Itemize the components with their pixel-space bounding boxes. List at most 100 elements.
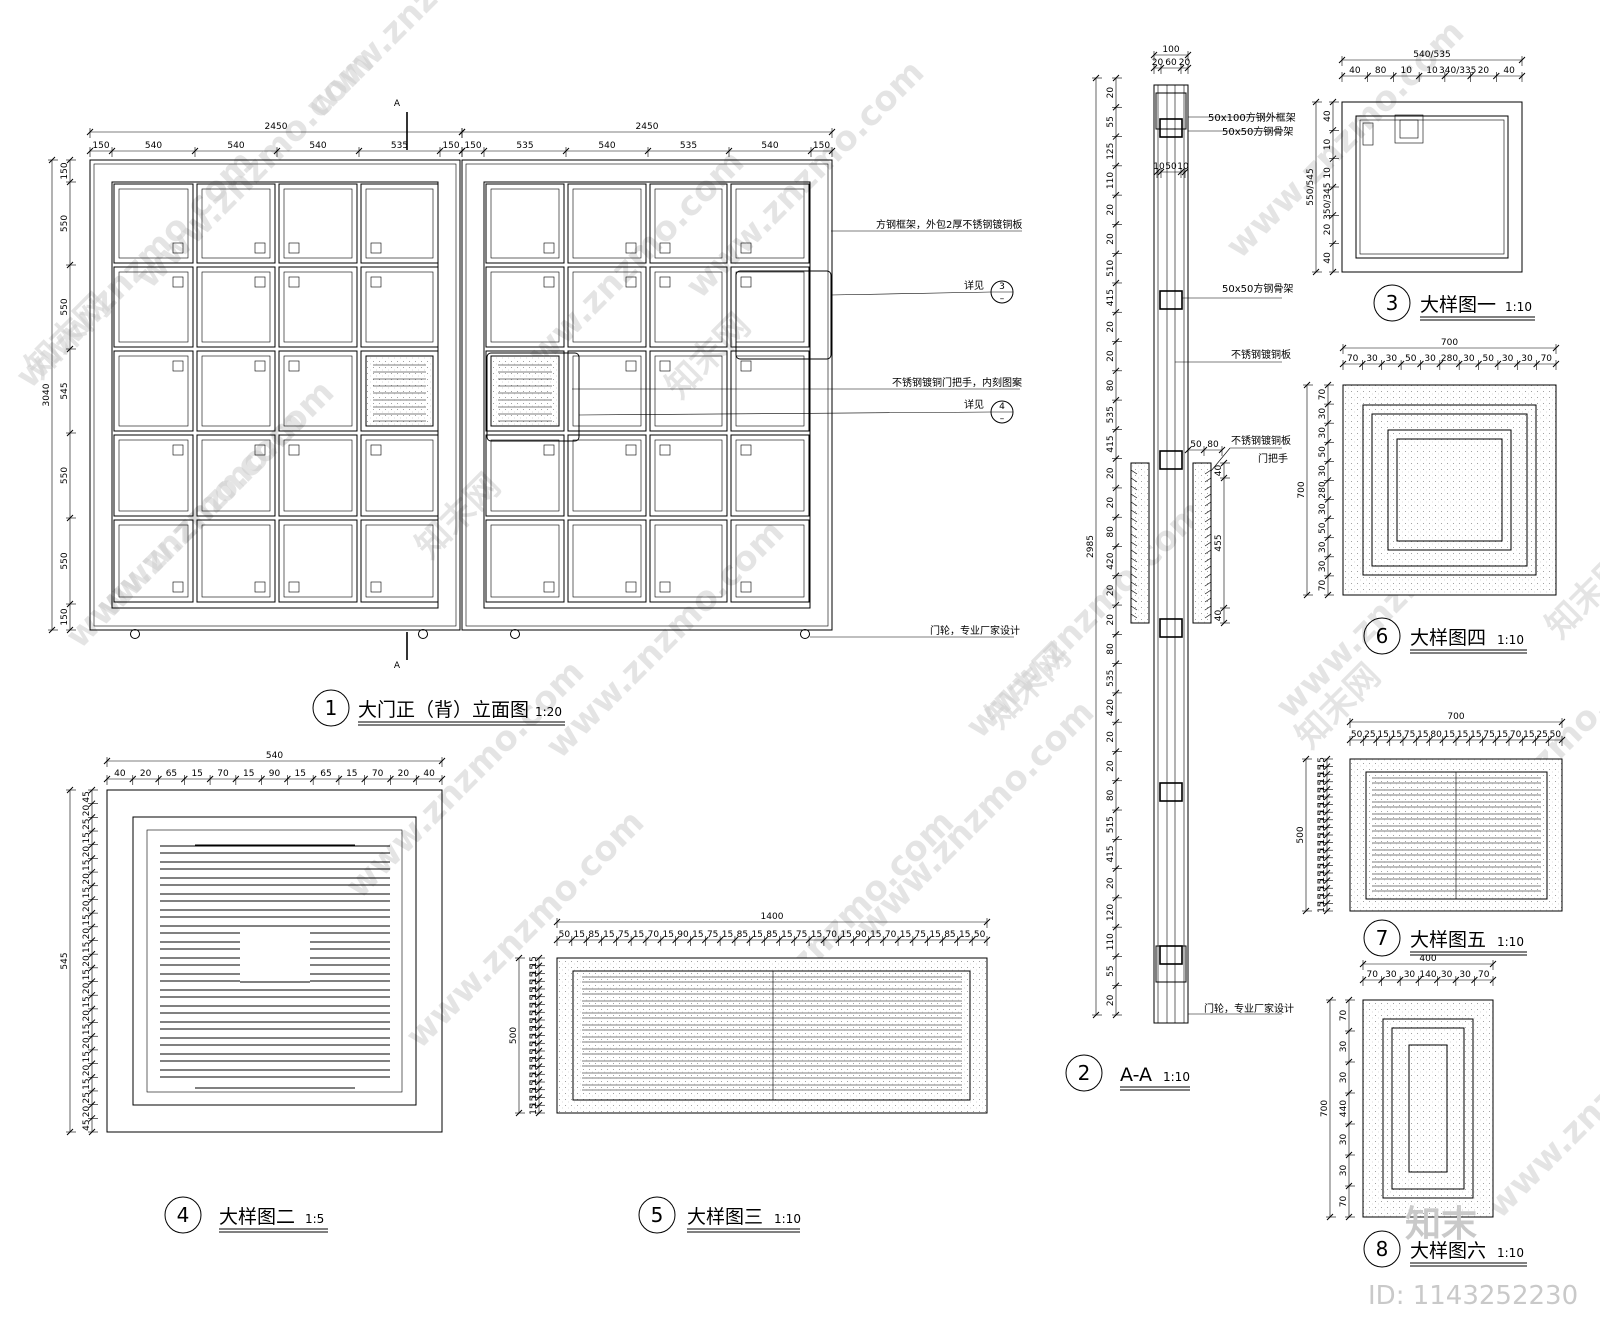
panel-cell-inner — [283, 188, 353, 259]
dim-tick — [1177, 64, 1185, 72]
dim-label: 15 — [870, 930, 881, 940]
dim-label: 50 — [1318, 446, 1328, 458]
dim-tick — [1426, 736, 1433, 744]
panel-cell — [567, 434, 647, 517]
dim-tick — [1345, 1027, 1353, 1035]
dim-label: 15 — [529, 956, 539, 967]
detail4-ring1 — [1362, 404, 1537, 576]
dim-label: 110 — [1106, 933, 1116, 950]
title-3-scale: 1:10 — [1505, 300, 1532, 314]
dim-label: 70 — [885, 930, 897, 940]
dim-label: 65 — [320, 769, 331, 779]
dim-tick — [1345, 1089, 1353, 1097]
title-3: 3 大样图一 1:10 — [1373, 284, 1535, 322]
dim-label: 20 — [1106, 233, 1116, 245]
dim-label: 30 — [1318, 541, 1328, 553]
panel-cell — [730, 350, 810, 432]
panel-cell — [360, 183, 439, 264]
dim-tick — [731, 936, 739, 944]
dim-label: 15 — [1317, 803, 1327, 814]
corner-motif — [659, 360, 671, 372]
dim-tick — [66, 1128, 74, 1136]
dim-tick — [1373, 736, 1380, 744]
detail1-total-left: 550/545 — [1306, 98, 1322, 276]
dim-label: 10 — [1323, 167, 1333, 179]
dim-tick — [1112, 455, 1120, 463]
dim-label: 10 — [1426, 66, 1438, 76]
panel-cell-inner — [654, 524, 723, 598]
dim-tick — [1329, 126, 1337, 134]
dim-label: 50 — [1190, 440, 1202, 450]
dim-label: 15 — [1497, 730, 1508, 740]
dim-label: 550 — [60, 298, 70, 315]
dim-label: 15 — [1317, 841, 1327, 852]
dim-tick — [88, 964, 96, 972]
dim-label: 15 — [529, 972, 539, 983]
dim-label: 85 — [737, 930, 748, 940]
dim-tick — [458, 147, 466, 155]
dim-label: 70 — [648, 930, 660, 940]
corner-motif — [172, 242, 184, 254]
dim-label: 30 — [1339, 1165, 1349, 1177]
panel-cell — [649, 434, 728, 517]
detail5-total-left: 500 — [1296, 755, 1312, 915]
dim-tick — [66, 429, 74, 437]
handle-teeth — [1204, 533, 1212, 539]
dim-label: 30 — [1318, 427, 1328, 439]
dim-tick — [1323, 831, 1331, 839]
dim-tick — [88, 937, 96, 944]
watermark-text: www.znzmo.com — [58, 402, 312, 656]
dim-label: 75 — [1483, 730, 1494, 740]
dim-tick — [515, 1109, 523, 1117]
dim-tick — [1323, 877, 1331, 884]
panel-cell — [113, 266, 194, 348]
label-plate: 不锈钢镀铜板 — [1231, 348, 1291, 361]
dim-label: 50 — [974, 930, 986, 940]
detail1-inner2 — [1359, 119, 1505, 255]
dim-label: 500 — [1296, 826, 1306, 843]
dim-tick — [1452, 736, 1460, 744]
dim-tick — [1323, 770, 1331, 778]
callout-box-3 — [735, 270, 832, 360]
detail3-inner — [572, 970, 971, 1101]
corner-motif — [740, 276, 752, 288]
dim-label: 550 — [60, 552, 70, 569]
dim-tick — [657, 936, 665, 944]
wheel — [418, 629, 428, 639]
title-5-number: 5 — [651, 1203, 664, 1227]
dim-tick — [86, 147, 94, 155]
corner-motif — [370, 581, 382, 593]
dim-label: 3040 — [42, 383, 52, 406]
dim-tick — [86, 128, 94, 136]
handle-pattern — [365, 355, 434, 427]
dim-tick — [361, 775, 369, 783]
dim-tick — [1324, 572, 1332, 580]
handle-teeth — [1130, 565, 1138, 571]
panel-cell — [278, 434, 358, 517]
dim-label: 540 — [145, 141, 162, 151]
dim-tick — [1150, 64, 1158, 72]
dim-tick — [66, 156, 74, 164]
dim-tick — [644, 147, 652, 155]
dim-tick — [1323, 907, 1331, 915]
dim-label: 15 — [82, 969, 92, 980]
dim-label: 70 — [1339, 1196, 1349, 1208]
dim-label: 90 — [855, 930, 867, 940]
dim-tick — [1112, 777, 1120, 785]
dim-label: 30 — [1318, 503, 1328, 515]
id-watermark: ID: 1143252230 — [1368, 1281, 1578, 1311]
dim-tick — [129, 775, 137, 783]
dim-tick — [1359, 736, 1367, 744]
dim-label: 125 — [1106, 143, 1116, 160]
dim-tick — [1112, 367, 1120, 375]
dim-tick — [88, 1005, 96, 1013]
panel-cell-inner — [490, 188, 560, 259]
dim-label: 50 — [1318, 522, 1328, 534]
dim-label: 70 — [1318, 579, 1328, 591]
corner-motif — [659, 581, 671, 593]
dim-tick — [1339, 360, 1347, 368]
dim-tick — [1157, 64, 1165, 72]
dim-tick — [1112, 601, 1120, 609]
dim-tick — [953, 936, 961, 944]
